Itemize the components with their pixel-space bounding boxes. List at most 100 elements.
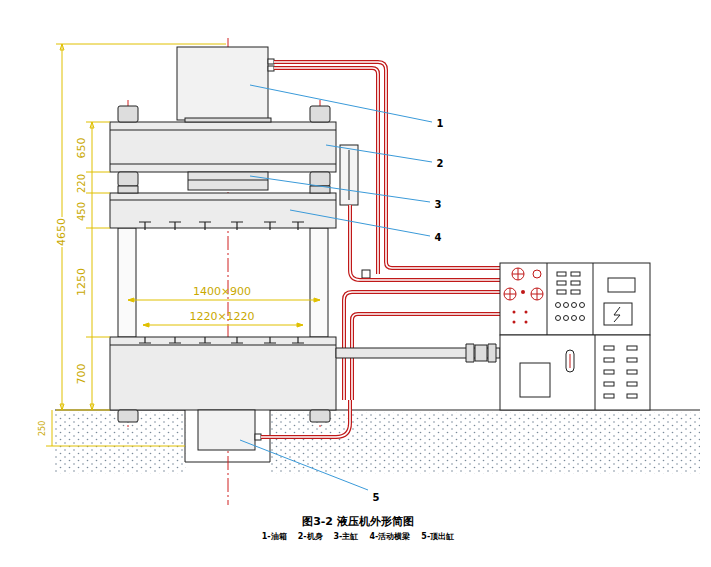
control-panel: [557, 290, 566, 294]
hydraulic-pipes: [344, 292, 500, 400]
control-panel: [580, 316, 585, 321]
dimension-lines: [92, 122, 93, 410]
press-frame: [110, 345, 336, 346]
dimension-text: 1400×900: [192, 286, 252, 298]
pump-cabinet: [604, 358, 614, 362]
control-panel: [556, 303, 561, 308]
pump-cabinet: [500, 335, 650, 410]
control-panel: [521, 290, 525, 294]
control-panel: [512, 268, 524, 280]
leader-lines: [240, 440, 368, 490]
leader-lines: [250, 85, 432, 122]
press-frame: [185, 118, 271, 122]
dimension-lines: [56, 44, 226, 45]
callout-number: 3: [434, 199, 443, 210]
press-frame: [310, 228, 328, 337]
leader-lines: [250, 176, 430, 202]
control-panel: [564, 303, 569, 308]
press-frame: [310, 106, 330, 122]
press-frame: [118, 106, 138, 122]
control-panel: [572, 303, 577, 308]
pump-cabinet: [604, 370, 614, 374]
control-panel: [593, 263, 594, 335]
legend-item: 4-活动横梁: [368, 533, 411, 542]
control-panel: [531, 288, 543, 300]
pump-cabinet: [627, 394, 637, 398]
dimension-text: 250: [40, 419, 49, 436]
dimension-lines: [128, 300, 320, 301]
control-panel: [531, 288, 543, 300]
pump-cabinet: [627, 358, 637, 362]
control-panel: [571, 281, 580, 285]
press-frame: [110, 130, 336, 131]
control-panel: [604, 303, 632, 325]
control-panel: [547, 263, 548, 335]
pump-cabinet: [627, 346, 637, 350]
hydraulic-pipes: [274, 62, 500, 268]
hydraulic-pipes: [344, 292, 500, 400]
dimension-lines: [143, 325, 303, 326]
hydraulic-pipes: [261, 62, 500, 437]
leader-lines: [240, 85, 432, 490]
control-panel: [513, 321, 516, 324]
leader-lines: [290, 210, 430, 236]
dimension-lines: [46, 446, 185, 447]
callout-number: 2: [436, 158, 445, 169]
control-panel: [557, 272, 566, 276]
control-panel: [500, 263, 650, 335]
press-frame: [110, 200, 336, 201]
control-panel: [571, 272, 580, 276]
control-panel: [504, 288, 516, 300]
legend-item: 3-主缸: [333, 533, 360, 542]
dimension-lines: [52, 410, 53, 446]
control-panel: [580, 303, 585, 308]
control-panel: [504, 288, 516, 300]
dimension-lines: [46, 44, 320, 446]
callout-number: 1: [436, 118, 445, 129]
callout-number: 4: [434, 232, 443, 243]
control-panel: [533, 270, 541, 278]
ejector-cylinder: [198, 410, 255, 450]
press-frame: [110, 193, 336, 228]
legend-item: 1-油箱: [261, 533, 288, 542]
hydraulic-pipes: [261, 400, 350, 437]
hydraulic-pipes: [274, 62, 500, 268]
dimension-text: 1220×1220: [188, 311, 255, 323]
control-panel: [564, 316, 569, 321]
pump-cabinet: [500, 335, 650, 410]
stroke-sensor: [340, 145, 358, 205]
dimension-lines: [56, 122, 110, 410]
callout-number: 5: [372, 492, 381, 503]
control-panel: [513, 311, 516, 314]
press-frame: [110, 106, 336, 422]
pump-cabinet: [604, 394, 614, 398]
dimension-lines: [128, 298, 320, 327]
press-frame: [188, 180, 268, 181]
oil-tank: [177, 47, 268, 120]
control-panel: [571, 290, 580, 294]
press-frame: [110, 337, 336, 410]
control-panel: [556, 316, 561, 321]
pump-cabinet: [627, 370, 637, 374]
dimension-text: 650: [76, 137, 88, 160]
pump-cabinet: [570, 354, 571, 368]
control-panel: [500, 263, 650, 335]
press-frame: [310, 410, 330, 422]
stroke-sensor: [340, 145, 370, 278]
t-slots: [139, 222, 304, 230]
press-frame: [118, 228, 136, 337]
press-frame: [118, 172, 138, 186]
pump-cabinet: [627, 382, 637, 386]
t-slots: [139, 222, 304, 343]
dimension-text: 4650: [56, 217, 68, 247]
control-panel: [525, 311, 528, 314]
figure-caption: 图3-2 液压机外形简图: [301, 516, 415, 528]
ground: [55, 412, 700, 474]
oil-tank: [177, 47, 274, 120]
press-frame: [118, 186, 138, 193]
hydraulic-pipes: [274, 68, 378, 274]
control-panel: [608, 278, 635, 292]
dimension-text: 700: [76, 363, 88, 386]
ground: [55, 410, 700, 475]
